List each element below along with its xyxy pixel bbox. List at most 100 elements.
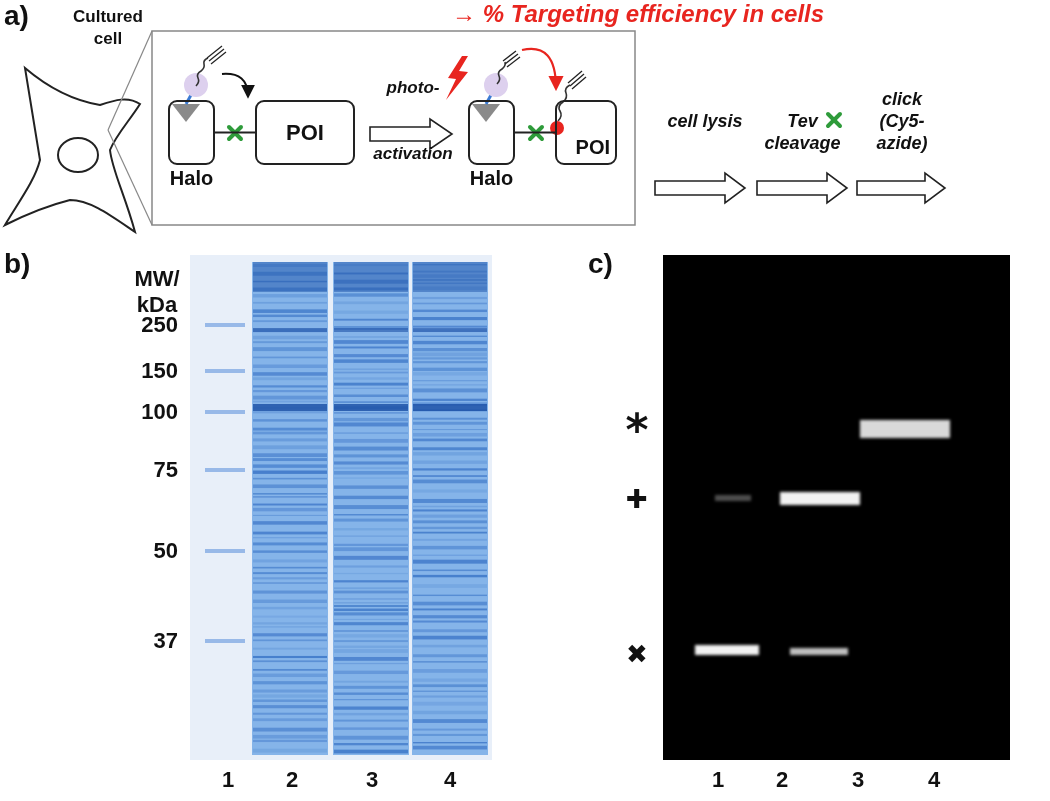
protein-band (413, 317, 487, 320)
protein-band (413, 661, 487, 662)
box-label: Halo (470, 167, 513, 190)
fluorescent-bands (695, 420, 950, 655)
protein-band (334, 319, 408, 321)
protein-band (334, 394, 408, 396)
protein-band (253, 464, 327, 467)
lightning-bolt (446, 56, 468, 100)
lane-number: 3 (357, 767, 387, 792)
protein-band (253, 532, 327, 535)
protein-band (253, 484, 327, 488)
protein-band (253, 390, 327, 392)
protein-band (413, 372, 487, 376)
protein-band (334, 519, 408, 522)
linker (215, 132, 255, 134)
protein-band (334, 293, 408, 296)
protein-smear (413, 262, 487, 292)
protein-band (334, 359, 408, 362)
nucleus (58, 138, 98, 172)
protein-band (334, 412, 408, 413)
protein-band (253, 656, 327, 658)
protein-band (413, 602, 487, 606)
process-arrow (655, 173, 745, 203)
protein-band (334, 580, 408, 582)
protein-band (253, 438, 327, 441)
protein-band (334, 301, 408, 304)
cell-outline (5, 68, 140, 232)
protein-band (253, 336, 327, 339)
protein-band (413, 326, 487, 328)
protein-band (334, 368, 408, 370)
protein-band (253, 419, 327, 421)
protein-band (334, 587, 408, 589)
protein-band (253, 396, 327, 400)
protein-band (413, 734, 487, 736)
ladder-band (205, 639, 245, 643)
band-marker: ✖ (620, 640, 654, 670)
protein-band (413, 468, 487, 470)
protein-band (334, 622, 408, 625)
protein-band (253, 411, 327, 413)
protein-band (253, 347, 327, 351)
protein-band (334, 663, 408, 664)
protein-band (253, 309, 327, 313)
coomassie-gel (190, 255, 492, 760)
protein-band (334, 439, 408, 443)
protein-band (334, 591, 408, 594)
protein-band (334, 713, 408, 715)
protein-band (253, 705, 327, 708)
protein-band (253, 616, 327, 618)
protein-band (253, 749, 327, 753)
protein-band (253, 315, 327, 317)
protein-band (253, 357, 327, 359)
protein-band (334, 598, 408, 599)
protein-band (253, 607, 327, 609)
protein-band (413, 746, 487, 750)
protein-band (253, 669, 327, 671)
ladder-band (205, 549, 245, 553)
protein-band (413, 555, 487, 556)
lane-number: 1 (213, 767, 243, 792)
protein-band (334, 609, 408, 611)
protein-band (413, 520, 487, 523)
protein-band (253, 740, 327, 742)
protein-band (334, 634, 408, 637)
protein-band (253, 674, 327, 677)
protein-band (253, 626, 327, 627)
gel-lanes (205, 262, 488, 755)
protein-band (253, 428, 327, 431)
protein-band (334, 602, 408, 603)
protein-band (413, 560, 487, 564)
protein-band (253, 404, 327, 411)
protein-band (413, 328, 487, 332)
protein-band (253, 572, 327, 574)
box-label: POI (576, 136, 610, 159)
protein-band (413, 621, 487, 623)
protein-band (334, 336, 408, 338)
protein-band (253, 537, 327, 538)
protein-band (334, 619, 408, 620)
protein-band (253, 728, 327, 732)
protein-band (334, 671, 408, 674)
ladder-band (205, 323, 245, 327)
protein-band (253, 508, 327, 511)
gel-lane (252, 262, 328, 755)
protein-band (413, 575, 487, 577)
protein-band (413, 570, 487, 572)
lane-number: 2 (277, 767, 307, 792)
protein-band (334, 692, 408, 694)
protein-band (413, 595, 487, 596)
protein-band (334, 750, 408, 754)
protein-band (413, 380, 487, 381)
protein-band (253, 600, 327, 603)
protein-box: POI (255, 100, 355, 165)
mw-marker: 150 (110, 358, 178, 383)
readout-note: → % Targeting efficiency in cells (452, 0, 1047, 28)
protein-band (413, 368, 487, 371)
lane-number: 4 (435, 767, 465, 792)
protein-band (334, 681, 408, 683)
protein-band (413, 348, 487, 351)
ladder-band (205, 410, 245, 414)
halo-tag-box: Halo (168, 100, 215, 165)
protein-band (413, 388, 487, 392)
